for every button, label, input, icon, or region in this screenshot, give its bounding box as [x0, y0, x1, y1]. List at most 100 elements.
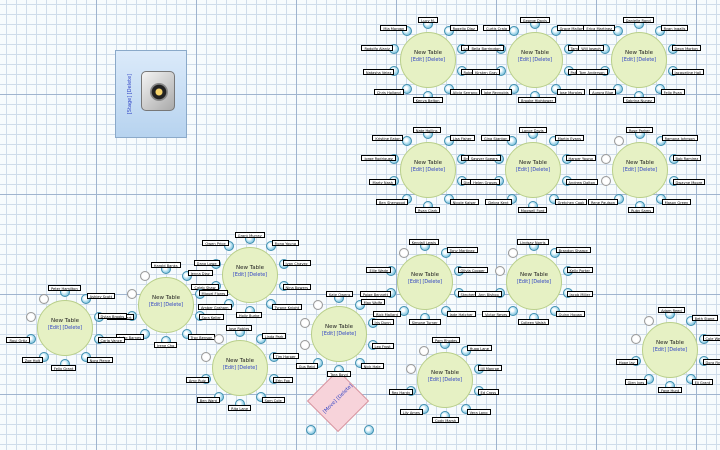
- guest-label[interactable]: Mia Morgan: [380, 24, 408, 31]
- guest-label[interactable]: Jenna Diaz: [187, 269, 213, 276]
- delete-table-link[interactable]: [Delete]: [637, 168, 658, 173]
- chair-icon[interactable]: [612, 25, 623, 36]
- chair-icon[interactable]: [441, 247, 452, 258]
- guest-label[interactable]: George Davis: [519, 17, 551, 23]
- chair-icon[interactable]: [364, 425, 374, 435]
- chair-icon[interactable]: [630, 333, 641, 344]
- chair-icon[interactable]: [444, 135, 455, 146]
- guest-label[interactable]: Amy Ruiz: [185, 377, 209, 384]
- chair-icon[interactable]: [312, 299, 323, 310]
- guest-label[interactable]: Rick Mallard: [372, 311, 401, 318]
- guest-label[interactable]: Irene Cho: [154, 342, 178, 348]
- delete-table-link[interactable]: [Delete]: [532, 58, 553, 63]
- chair-icon[interactable]: [643, 374, 654, 385]
- guest-label[interactable]: Nora Pierce: [86, 357, 114, 364]
- delete-table-link[interactable]: [Delete]: [442, 378, 463, 383]
- table-top[interactable]: New Table[Edit] [Delete]: [642, 322, 698, 378]
- guest-label[interactable]: Tim Harper: [272, 352, 299, 359]
- guest-label[interactable]: Ramona Johnson: [661, 134, 698, 141]
- chair-icon[interactable]: [398, 306, 409, 317]
- guest-label[interactable]: Hope Jay: [615, 359, 638, 366]
- guest-label[interactable]: Amber Graham: [197, 304, 232, 311]
- table-top[interactable]: New Table[Edit] [Delete]: [311, 306, 367, 362]
- guest-label[interactable]: Nick Hale: [360, 363, 384, 370]
- guest-label[interactable]: Kate Owens: [326, 291, 354, 297]
- guest-label[interactable]: Sam Cole: [261, 397, 285, 404]
- guest-label[interactable]: Faye Hunt: [658, 387, 683, 393]
- delete-table-link[interactable]: [Delete]: [425, 168, 446, 173]
- guest-label[interactable]: Felix Grant: [50, 365, 77, 371]
- chair-icon[interactable]: [405, 363, 416, 374]
- guest-label[interactable]: Gina Stanton: [480, 134, 511, 141]
- guest-label[interactable]: Harold Banks: [150, 262, 181, 268]
- guest-label[interactable]: Kristine Eaton: [372, 134, 404, 141]
- guest-label[interactable]: Rogelio Diaz: [449, 24, 478, 31]
- guest-label[interactable]: Dwayne Moore: [672, 179, 706, 186]
- chair-icon[interactable]: [81, 352, 92, 363]
- guest-label[interactable]: Tom Anderson: [576, 69, 608, 76]
- guest-label[interactable]: Eli Grant: [691, 379, 714, 386]
- guest-label[interactable]: Jacqueline Hall: [671, 69, 705, 76]
- edit-table-link[interactable]: [Edit]: [515, 168, 529, 173]
- guest-label[interactable]: Deon Morton: [671, 44, 701, 51]
- chair-icon[interactable]: [507, 306, 518, 317]
- table-top[interactable]: New Table[Edit] [Delete]: [417, 352, 473, 408]
- chair-icon[interactable]: [81, 293, 92, 304]
- chair-icon[interactable]: [139, 270, 150, 281]
- chair-icon[interactable]: [549, 135, 560, 146]
- chair-icon[interactable]: [506, 135, 517, 146]
- guest-label[interactable]: Raul Ortiz: [6, 337, 31, 344]
- table-top[interactable]: New Table[Edit] [Delete]: [507, 32, 563, 88]
- delete-table-link[interactable]: [Delete]: [247, 273, 268, 278]
- chair-icon[interactable]: [256, 333, 267, 344]
- guest-label[interactable]: Rene Paulson: [587, 199, 618, 206]
- delete-table-link[interactable]: [Delete]: [530, 168, 551, 173]
- guest-label[interactable]: Chris Holland: [373, 89, 404, 96]
- chair-icon[interactable]: [461, 345, 472, 356]
- guest-label[interactable]: Leo Frost: [371, 343, 394, 350]
- guest-label[interactable]: Holly Burke: [235, 312, 263, 318]
- guest-label[interactable]: Cody Marsh: [432, 417, 460, 423]
- guest-label[interactable]: Cole Webb: [702, 334, 720, 341]
- table-top[interactable]: New Table[Edit] [Delete]: [506, 254, 562, 310]
- chair-icon[interactable]: [299, 317, 310, 328]
- guest-label[interactable]: Beth Stone: [691, 314, 718, 321]
- chair-icon[interactable]: [398, 247, 409, 258]
- table-group[interactable]: New Table[Edit] [Delete]Lucy M.Rogelio D…: [361, 10, 494, 110]
- guest-label[interactable]: Jacob Miller: [566, 291, 594, 298]
- guest-label[interactable]: Colleen Walsh: [517, 319, 549, 325]
- chair-icon[interactable]: [418, 404, 429, 415]
- guest-label[interactable]: Ryan Ingalls: [660, 24, 689, 31]
- chair-icon[interactable]: [38, 352, 49, 363]
- guest-label[interactable]: Marty Nash: [369, 179, 396, 186]
- guest-label[interactable]: Lucy M.: [418, 17, 439, 23]
- table-top[interactable]: New Table[Edit] [Delete]: [397, 254, 453, 310]
- delete-table-link[interactable]: [Delete]: [62, 326, 83, 331]
- guest-label[interactable]: Kendall Lewis: [408, 239, 439, 245]
- chair-icon[interactable]: [613, 135, 624, 146]
- guest-label[interactable]: Rex Hardy: [388, 389, 414, 396]
- guest-label[interactable]: Miguel Flores: [198, 289, 229, 296]
- guest-label[interactable]: Bob Ramirez: [672, 154, 702, 161]
- guest-label[interactable]: Adam Reed: [658, 307, 685, 313]
- guest-label[interactable]: Simone Turner: [408, 319, 441, 325]
- edit-table-link[interactable]: [Edit]: [407, 280, 421, 285]
- guest-label[interactable]: Pam Rhodes: [432, 337, 461, 343]
- guest-label[interactable]: Ivan Chavez: [282, 259, 311, 266]
- guest-label[interactable]: Glen Ives: [624, 379, 648, 386]
- chair-icon[interactable]: [401, 84, 412, 95]
- guest-label[interactable]: Nate Hollins: [412, 127, 441, 133]
- edit-table-link[interactable]: [Edit]: [652, 348, 666, 353]
- edit-table-link[interactable]: [Edit]: [516, 280, 530, 285]
- chair-icon[interactable]: [550, 247, 561, 258]
- chair-icon[interactable]: [550, 306, 561, 317]
- delete-table-link[interactable]: [Delete]: [667, 348, 688, 353]
- chair-icon[interactable]: [256, 392, 267, 403]
